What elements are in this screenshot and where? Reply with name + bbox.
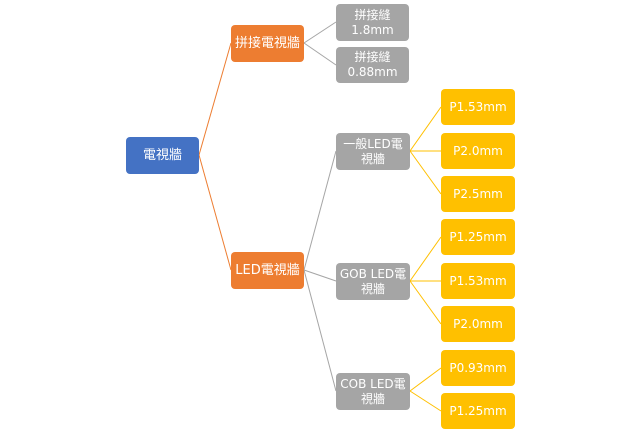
general-led-node[interactable]: 一般LED電 視牆 <box>336 133 410 170</box>
pitch-node[interactable]: P2.0mm <box>441 133 515 169</box>
led-tv-wall-node[interactable]: LED電視牆 <box>231 252 304 289</box>
pitch-node[interactable]: P1.53mm <box>441 263 515 299</box>
pitch-node[interactable]: P1.53mm <box>441 89 515 125</box>
cob-led-node[interactable]: COB LED電 視牆 <box>336 373 410 410</box>
pitch-node[interactable]: P1.25mm <box>441 393 515 429</box>
root-node[interactable]: 電視牆 <box>126 137 199 174</box>
splice-tv-wall-node[interactable]: 拼接電視牆 <box>231 25 304 62</box>
splice-seam-node[interactable]: 拼接縫 1.8mm <box>336 4 409 41</box>
pitch-node[interactable]: P2.5mm <box>441 176 515 212</box>
pitch-node[interactable]: P2.0mm <box>441 306 515 342</box>
pitch-node[interactable]: P1.25mm <box>441 219 515 255</box>
pitch-node[interactable]: P0.93mm <box>441 350 515 386</box>
gob-led-node[interactable]: GOB LED電 視牆 <box>336 263 410 300</box>
splice-seam-node[interactable]: 拼接縫 0.88mm <box>336 47 409 83</box>
